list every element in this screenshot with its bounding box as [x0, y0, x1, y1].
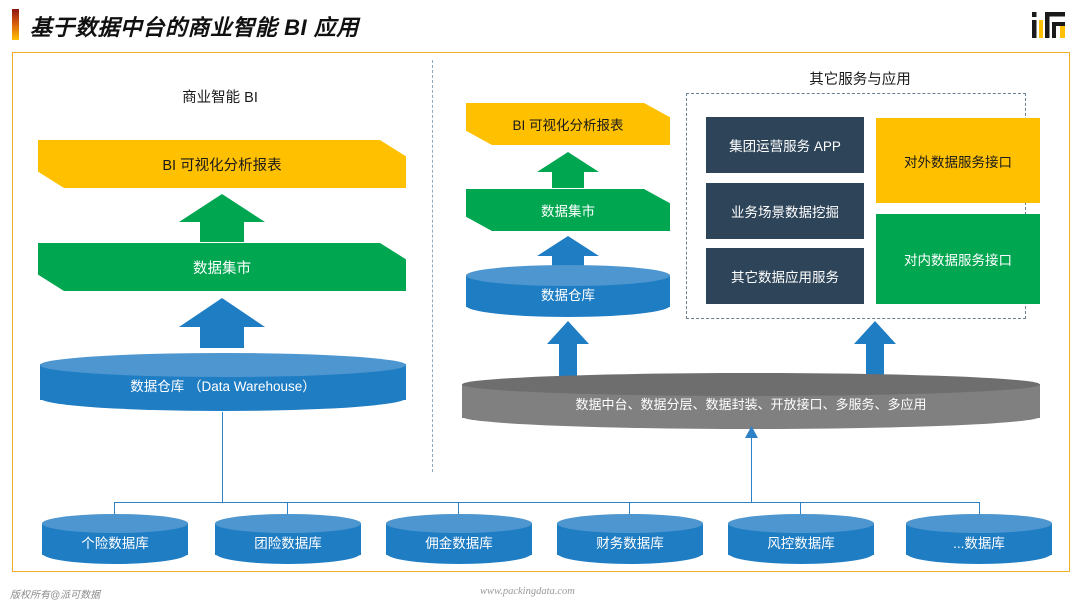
source-db-label: 财务数据库 [596, 536, 664, 551]
connector-db-1 [114, 502, 116, 520]
connector-platform-down [751, 432, 753, 502]
service-box-label: 集团运营服务 APP [729, 139, 841, 154]
source-db-label: ...数据库 [953, 536, 1005, 551]
connector-db-bus [114, 502, 980, 504]
mid-bi-report-label: BI 可视化分析报表 [512, 118, 624, 133]
title-accent-bar [12, 9, 19, 40]
left-data-warehouse-cylinder: 数据仓库 （Data Warehouse） [40, 353, 406, 411]
mid-data-warehouse-cylinder: 数据仓库 [466, 265, 670, 317]
page-title: 基于数据中台的商业智能 BI 应用 [30, 15, 359, 40]
page-header: 基于数据中台的商业智能 BI 应用 [0, 0, 1084, 50]
arrow-dbs-to-platform [745, 425, 758, 438]
source-db-label: 个险数据库 [81, 536, 149, 551]
source-db-cylinder-6[interactable]: ...数据库 [906, 514, 1052, 564]
right-panel-heading: 其它服务与应用 [809, 72, 911, 88]
mid-data-mart-label: 数据集市 [541, 204, 595, 219]
data-platform-label: 数据中台、数据分层、数据封装、开放接口、多服务、多应用 [575, 397, 927, 412]
left-data-mart-label: 数据集市 [193, 260, 251, 277]
connector-db-2 [287, 502, 289, 520]
column-divider [432, 60, 433, 472]
arrow-platform-to-mid-warehouse [546, 320, 590, 378]
arrow-platform-to-services [853, 320, 897, 378]
service-box-label: 业务场景数据挖掘 [731, 205, 839, 220]
connector-left-warehouse-down [222, 412, 224, 502]
source-db-cylinder-1[interactable]: 个险数据库 [42, 514, 188, 564]
service-box-business-scenario-mining[interactable]: 业务场景数据挖掘 [706, 183, 864, 239]
source-db-cylinder-4[interactable]: 财务数据库 [557, 514, 703, 564]
if-brand-logo-icon [1030, 6, 1072, 46]
mid-arrow-warehouse-to-mart [535, 234, 601, 272]
source-db-cylinder-2[interactable]: 团险数据库 [215, 514, 361, 564]
interface-box-internal-data-service[interactable]: 对内数据服务接口 [876, 214, 1040, 304]
source-db-label: 佣金数据库 [425, 536, 493, 551]
source-db-cylinder-3[interactable]: 佣金数据库 [386, 514, 532, 564]
mid-arrow-mart-to-report [535, 150, 601, 188]
mid-bi-report-banner: BI 可视化分析报表 [466, 103, 670, 145]
left-arrow-warehouse-to-mart [177, 296, 267, 348]
interface-box-external-data-service[interactable]: 对外数据服务接口 [876, 118, 1040, 203]
connector-db-4 [629, 502, 631, 520]
footer-website: www.packingdata.com [480, 586, 575, 597]
left-column-heading: 商业智能 BI [182, 90, 258, 106]
left-bi-report-banner: BI 可视化分析报表 [38, 140, 406, 188]
footer-copyright: 版权所有@派可数据 [10, 590, 101, 601]
left-bi-report-label: BI 可视化分析报表 [162, 157, 282, 174]
source-db-label: 风控数据库 [767, 536, 835, 551]
connector-db-6 [979, 502, 981, 520]
connector-db-5 [800, 502, 802, 520]
interface-box-label: 对内数据服务接口 [904, 253, 1012, 268]
left-data-warehouse-label: 数据仓库 （Data Warehouse） [130, 379, 316, 394]
interface-box-label: 对外数据服务接口 [904, 154, 1012, 170]
mid-data-warehouse-label: 数据仓库 [541, 288, 595, 303]
source-db-label: 团险数据库 [254, 536, 322, 551]
service-box-other-data-app-service[interactable]: 其它数据应用服务 [706, 248, 864, 304]
left-arrow-mart-to-report [177, 192, 267, 242]
left-data-mart-banner: 数据集市 [38, 243, 406, 291]
service-box-label: 其它数据应用服务 [731, 270, 839, 285]
data-platform-cylinder: 数据中台、数据分层、数据封装、开放接口、多服务、多应用 [462, 373, 1040, 429]
connector-db-3 [458, 502, 460, 520]
service-box-group-operation-app[interactable]: 集团运营服务 APP [706, 117, 864, 173]
source-db-cylinder-5[interactable]: 风控数据库 [728, 514, 874, 564]
mid-data-mart-banner: 数据集市 [466, 189, 670, 231]
